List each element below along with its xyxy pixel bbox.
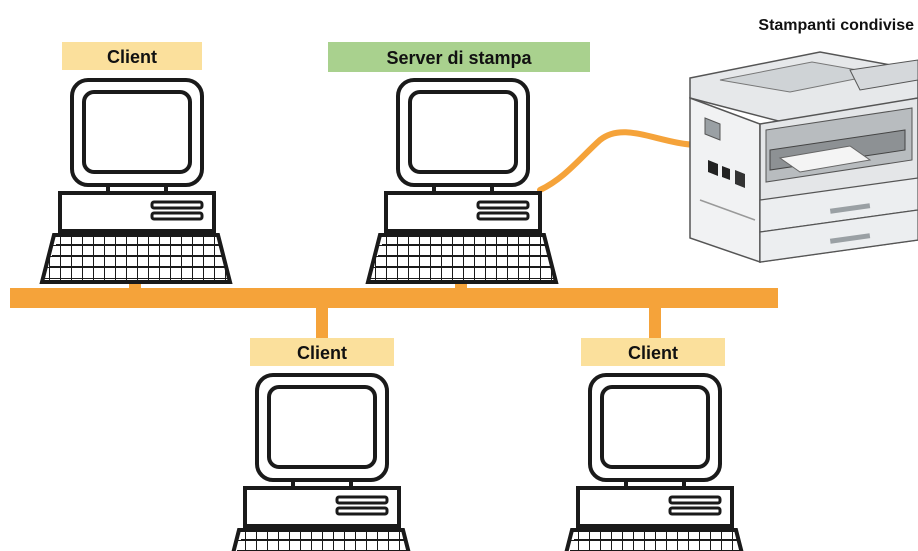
label-client-bottom-left: Client [250,338,394,366]
label-client-top-left: Client [62,42,202,70]
label-print-server: Server di stampa [328,42,590,72]
computer-icon [40,78,232,284]
label-shared-printers: Stampanti condivise [758,17,914,34]
label-client-bottom-right: Client [581,338,725,366]
computer-icon [558,373,750,551]
multifunction-printer-icon [689,51,918,264]
svg-text:Client: Client [107,47,157,67]
network-backbone [10,288,778,308]
svg-text:Server di stampa: Server di stampa [386,48,532,68]
network-drop-client-bottom-left [316,306,328,338]
svg-text:Client: Client [297,343,347,363]
computer-icon [366,78,558,284]
svg-text:Client: Client [628,343,678,363]
network-drop-client-bottom-right [649,306,661,338]
computer-icon [225,373,417,551]
printer-cable [537,129,703,193]
